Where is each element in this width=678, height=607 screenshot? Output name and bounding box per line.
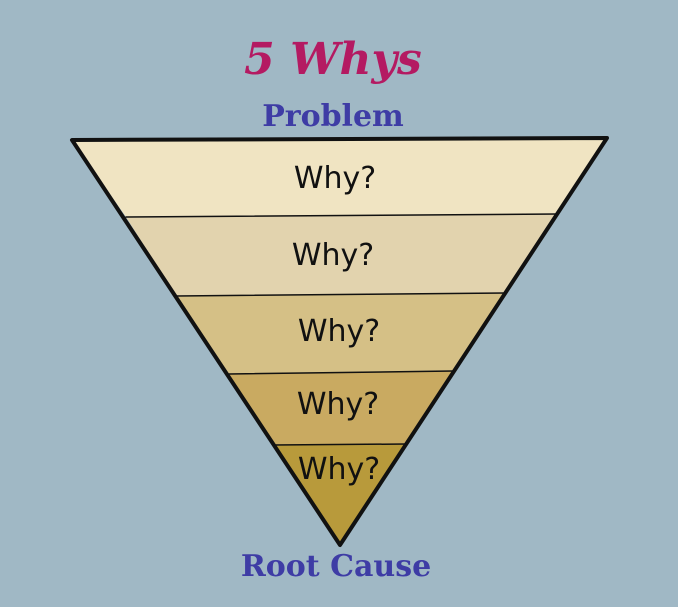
problem-label: Problem — [262, 99, 404, 134]
funnel-level-5 — [273, 444, 406, 545]
root-cause-label: Root Cause — [240, 549, 432, 584]
funnel-level-4 — [229, 371, 453, 445]
funnel-level-2 — [126, 214, 557, 296]
why-label-5: Why? — [298, 452, 380, 487]
funnel-outline — [70, 136, 609, 547]
level-divider-2 — [175, 292, 506, 297]
funnel-level-1 — [72, 138, 607, 217]
level-divider-1 — [125, 213, 558, 218]
diagram-title: 5 Whys — [244, 34, 422, 85]
funnel-level-3 — [176, 293, 505, 374]
level-divider-3 — [228, 370, 454, 375]
why-label-3: Why? — [298, 314, 380, 349]
why-label-1: Why? — [294, 161, 376, 196]
why-label-4: Why? — [297, 387, 379, 422]
why-label-2: Why? — [292, 238, 374, 273]
level-divider-4 — [272, 443, 407, 446]
